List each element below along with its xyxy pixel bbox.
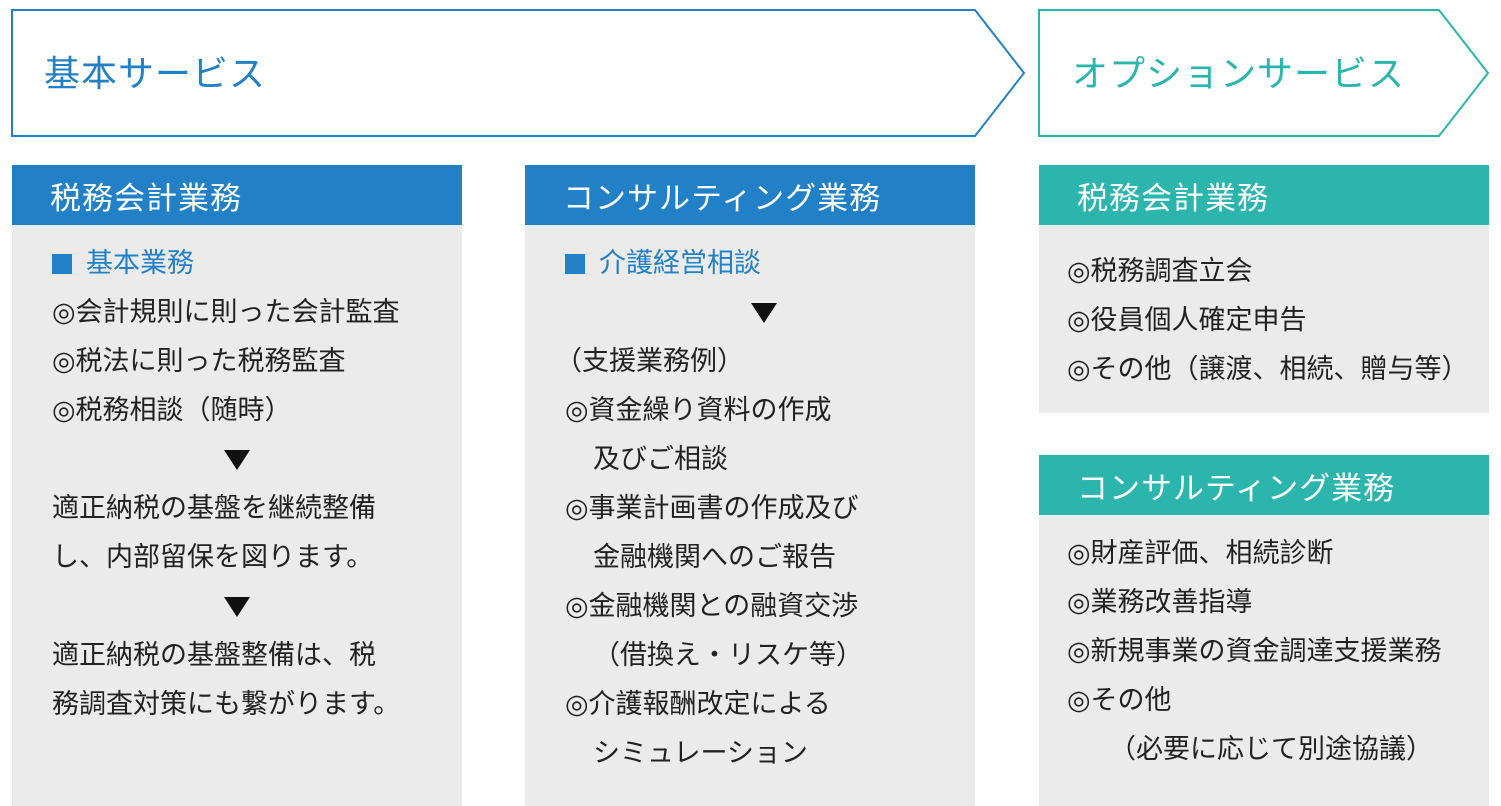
list-item: ◎その他（譲渡、相続、贈与等） xyxy=(1067,354,1469,385)
basic-consulting-title: コンサルティング業務 xyxy=(563,180,882,217)
option-service-arrow: オプションサービス xyxy=(1030,0,1501,142)
basic-service-label: 基本サービス xyxy=(44,54,267,95)
option-tax-accounting-header: 税務会計業務 xyxy=(1039,165,1489,225)
list-item: ◎介護報酬改定による xyxy=(565,689,831,720)
basic-service-arrow: 基本サービス xyxy=(0,0,1030,142)
result-text: し、内部留保を図ります。 xyxy=(52,542,374,573)
basic-tax-accounting-body: 基本業務 ◎会計規則に則った会計監査 ◎税法に則った税務監査 ◎税務相談（随時）… xyxy=(12,225,462,806)
basic-tax-accounting-header: 税務会計業務 xyxy=(12,165,462,225)
result-text: 務調査対策にも繋がります。 xyxy=(52,689,401,720)
basic-work-section: 基本業務 xyxy=(52,239,462,288)
option-service-label: オプションサービス xyxy=(1072,54,1406,95)
option-consulting-panel: コンサルティング業務 ◎財産評価、相続診断 ◎業務改善指導 ◎新規事業の資金調達… xyxy=(1039,455,1489,806)
option-consulting-title: コンサルティング業務 xyxy=(1077,470,1396,507)
list-item: ◎業務改善指導 xyxy=(1067,587,1253,618)
basic-work-section-label: 基本業務 xyxy=(86,248,194,279)
square-bullet-icon xyxy=(52,253,72,274)
result-text: 適正納税の基盤整備は、税 xyxy=(52,640,376,671)
down-triangle-icon xyxy=(12,582,462,631)
care-management-section-label: 介護経営相談 xyxy=(599,248,761,279)
support-example-title: （支援業務例） xyxy=(555,346,744,377)
list-item: ◎その他 xyxy=(1067,685,1172,716)
list-item: ◎会計規則に則った会計監査 xyxy=(52,297,400,328)
list-item: ◎資金繰り資料の作成 xyxy=(565,395,832,426)
basic-tax-accounting-panel: 税務会計業務 基本業務 ◎会計規則に則った会計監査 ◎税法に則った税務監査 ◎税… xyxy=(12,165,462,806)
basic-service-arrow-shape xyxy=(11,9,1026,137)
option-tax-accounting-panel: 税務会計業務 ◎税務調査立会 ◎役員個人確定申告 ◎その他（譲渡、相続、贈与等） xyxy=(1039,165,1489,413)
list-item: ◎役員個人確定申告 xyxy=(1067,305,1307,336)
option-consulting-header: コンサルティング業務 xyxy=(1039,455,1489,515)
list-item: ◎事業計画書の作成及び xyxy=(565,493,859,524)
list-item: ◎新規事業の資金調達支援業務 xyxy=(1067,636,1442,667)
option-tax-accounting-body: ◎税務調査立会 ◎役員個人確定申告 ◎その他（譲渡、相続、贈与等） xyxy=(1039,225,1489,413)
list-item: 及びご相談 xyxy=(593,444,728,475)
list-item: ◎税法に則った税務監査 xyxy=(52,346,346,377)
basic-consulting-panel: コンサルティング業務 介護経営相談 （支援業務例） ◎資金繰り資料の作成 及びご… xyxy=(525,165,975,806)
down-triangle-icon xyxy=(12,435,462,484)
list-item: シミュレーション xyxy=(593,738,808,769)
basic-consulting-body: 介護経営相談 （支援業務例） ◎資金繰り資料の作成 及びご相談 ◎事業計画書の作… xyxy=(525,225,975,806)
list-item: ◎税務調査立会 xyxy=(1067,256,1253,287)
list-item: （借換え・リスケ等） xyxy=(593,640,863,671)
list-item: ◎税務相談（随時） xyxy=(52,395,292,426)
list-item: ◎財産評価、相続診断 xyxy=(1067,538,1334,569)
basic-consulting-header: コンサルティング業務 xyxy=(525,165,975,225)
option-consulting-body: ◎財産評価、相続診断 ◎業務改善指導 ◎新規事業の資金調達支援業務 ◎その他 （… xyxy=(1039,515,1489,806)
square-bullet-icon xyxy=(565,253,585,274)
option-service-arrow-shape xyxy=(1038,9,1490,137)
option-tax-accounting-title: 税務会計業務 xyxy=(1077,180,1269,217)
list-item: ◎金融機関との融資交渉 xyxy=(565,591,859,622)
list-item: （必要に応じて別途協議） xyxy=(1109,734,1433,765)
list-item: 金融機関へのご報告 xyxy=(593,542,836,573)
basic-tax-accounting-title: 税務会計業務 xyxy=(50,180,242,217)
care-management-section: 介護経営相談 xyxy=(565,239,975,288)
result-text: 適正納税の基盤を継続整備 xyxy=(52,493,376,524)
down-triangle-icon xyxy=(525,288,975,337)
